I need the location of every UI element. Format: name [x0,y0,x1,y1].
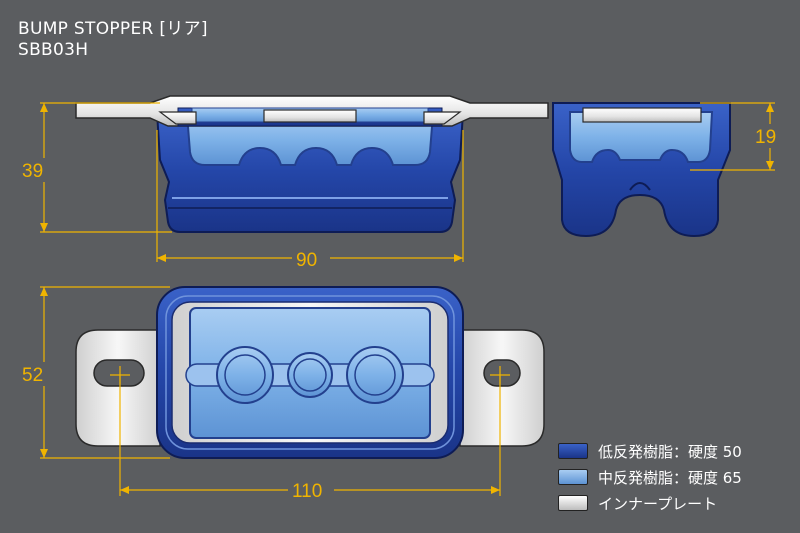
bump-1-inner [224,354,266,396]
legend-item-plate: インナープレート [558,490,742,516]
legend-label-mid-resin: 中反発樹脂：硬度 65 [598,468,742,487]
end-bottom-notch [629,182,651,191]
diagram-title: BUMP STOPPER [リア] [18,19,208,39]
side-inner-plate [263,109,357,123]
dim-width-side: 90 [296,250,317,271]
end-view [552,102,731,238]
mount-hole-left [93,359,145,387]
dim-width-top: 52 [22,365,43,386]
top-plate-right [459,329,545,447]
bump-3-inner [354,354,396,396]
top-plate-left [75,329,161,447]
dimension-arrows [40,103,774,494]
side-plate-tab-right [423,111,462,125]
legend-swatch-low-resin [558,443,588,459]
legend: 低反発樹脂：硬度 50 中反発樹脂：硬度 65 インナープレート [558,438,742,516]
dim-height-side: 39 [22,161,43,182]
legend-label-low-resin: 低反発樹脂：硬度 50 [598,442,742,461]
top-outer-ring-1 [165,295,455,450]
end-inner-resin [569,111,714,163]
side-plate-tab-left [158,111,197,125]
legend-item-low-resin: 低反発樹脂：硬度 50 [558,438,742,464]
legend-label-plate: インナープレート [598,494,718,513]
part-number: SBB03H [18,40,89,60]
top-view [75,286,545,459]
legend-swatch-mid-resin [558,469,588,485]
end-inner-plate [582,107,702,123]
side-view [75,95,549,233]
legend-swatch-plate [558,495,588,511]
bump-2-inner [293,358,327,392]
dim-height-end: 19 [755,127,776,148]
dim-length-top: 110 [292,481,322,502]
legend-item-mid-resin: 中反発樹脂：硬度 65 [558,464,742,490]
mount-hole-right [483,359,521,387]
